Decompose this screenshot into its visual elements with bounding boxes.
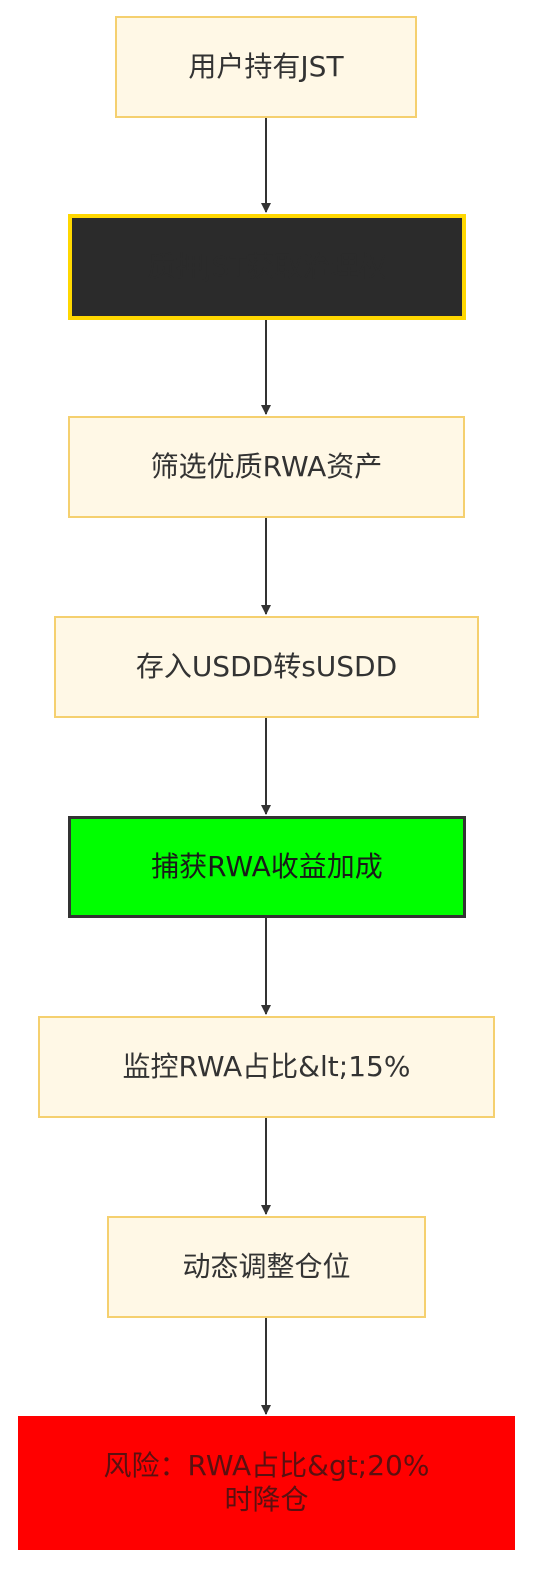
node-adjust-position: 动态调整仓位 (107, 1216, 426, 1318)
node-risk-reduce-line1: 风险：RWA占比&gt;20% (103, 1449, 430, 1482)
node-deposit-usdd-label: 存入USDD转sUSDD (135, 650, 398, 683)
node-select-rwa-label: 筛选优质RWA资产 (150, 450, 383, 483)
node-deposit-usdd: 存入USDD转sUSDD (54, 616, 479, 718)
node-adjust-position-label: 动态调整仓位 (182, 1250, 351, 1283)
node-risk-reduce: 风险：RWA占比&gt;20% 时降仓 (18, 1416, 515, 1550)
node-stake-jst: 质押JST获取治理权 (68, 214, 466, 320)
node-stake-jst-label: 质押JST获取治理权 (147, 250, 387, 283)
node-hold-jst: 用户持有JST (115, 16, 417, 118)
node-monitor-rwa-label: 监控RWA占比&lt;15% (122, 1050, 411, 1083)
node-hold-jst-label: 用户持有JST (188, 50, 344, 83)
node-capture-yield: 捕获RWA收益加成 (68, 816, 466, 918)
node-risk-reduce-line2: 时降仓 (224, 1483, 309, 1516)
node-select-rwa: 筛选优质RWA资产 (68, 416, 465, 518)
node-monitor-rwa: 监控RWA占比&lt;15% (38, 1016, 495, 1118)
node-capture-yield-label: 捕获RWA收益加成 (151, 850, 383, 883)
